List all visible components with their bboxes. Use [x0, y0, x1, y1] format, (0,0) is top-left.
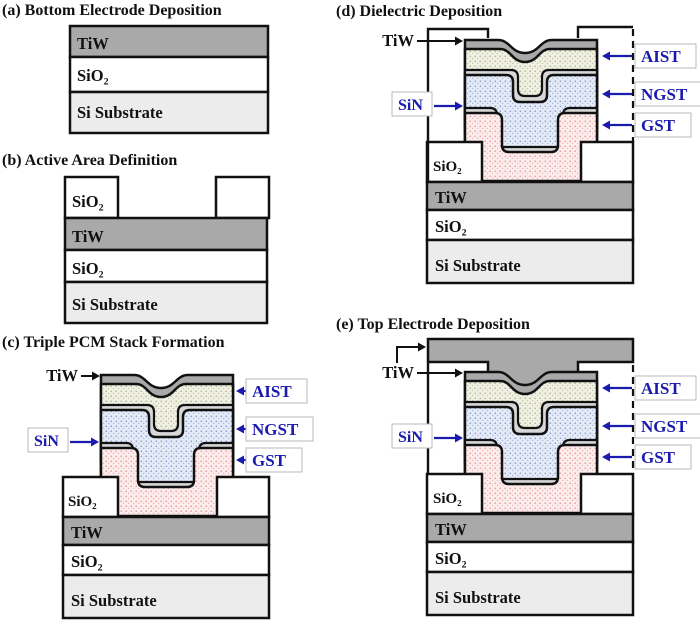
ngst-arrowhead-icon: [602, 89, 610, 99]
si-substrate-label: Si Substrate: [77, 103, 163, 122]
ngst-arrowhead-icon: [236, 424, 244, 434]
aist-arrowhead-icon: [602, 51, 610, 61]
sio2-label: SiO₂: [77, 66, 109, 85]
aist-label-box: [634, 375, 697, 401]
sin-label-box: [391, 423, 433, 449]
panel-c: (c) Triple PCM Stack Formation SiO₂ TiW …: [2, 334, 314, 620]
sio2-label: SiO₂: [72, 259, 104, 278]
si-substrate-label: Si Substrate: [72, 295, 158, 314]
sin-label-box: [27, 427, 69, 453]
gst-label-box: [245, 447, 303, 473]
ngst-label-box: [245, 416, 314, 442]
aist-callout-label: AIST: [252, 382, 292, 401]
top-electrode-callout-arrow: [396, 346, 418, 363]
sio2-block-label: SiO₂: [72, 192, 104, 211]
panel-e: (e) Top Electrode Deposition SiO₂ TiW Si…: [336, 316, 700, 617]
tiw-arrowhead-icon: [92, 371, 100, 381]
sio2-block-left: [63, 175, 120, 220]
aist-arrowhead-icon: [602, 383, 610, 393]
aist-callout-label: AIST: [641, 47, 681, 66]
si-substrate-label: Si Substrate: [435, 256, 521, 275]
tiw-row: [68, 24, 270, 59]
sin-callout-label: SiN: [34, 433, 59, 450]
gst-callout-label: GST: [641, 116, 676, 135]
sin-callout-label: SiN: [398, 429, 423, 446]
tiw-label: TiW: [435, 188, 467, 207]
tiw-arrowhead-icon: [455, 368, 463, 378]
panel-d-title: (d) Dielectric Deposition: [336, 3, 502, 20]
pcm-stack: [99, 373, 235, 518]
ngst-arrowhead-icon: [602, 421, 610, 431]
top-electrode-arrowhead-icon: [418, 342, 426, 352]
sio2-row: [63, 248, 269, 284]
sin-arrowhead-icon: [455, 433, 463, 443]
sin-arrowhead-icon: [91, 437, 99, 447]
sio2-label: SiO₂: [435, 217, 467, 236]
tiw-arrowhead-icon: [455, 36, 463, 46]
sio2-block-label: SiO₂: [433, 159, 462, 175]
gst-arrowhead-icon: [602, 452, 610, 462]
tiw-callout-label: TiW: [382, 31, 414, 50]
ngst-callout-label: NGST: [641, 85, 688, 104]
ngst-label-box: [634, 81, 700, 107]
si-substrate-row: [68, 90, 270, 135]
sio2-row: [68, 55, 270, 94]
tiw-label: TiW: [435, 520, 467, 539]
panel-c-title: (c) Triple PCM Stack Formation: [2, 334, 225, 351]
tiw-label: TiW: [71, 523, 103, 542]
tiw-callout-label: TiW: [382, 363, 414, 382]
gst-arrowhead-icon: [602, 120, 610, 130]
tiw-label: TiW: [77, 34, 109, 53]
ngst-callout-label: NGST: [252, 420, 299, 439]
sio2-block-right: [214, 175, 271, 220]
gst-arrowhead-icon: [236, 455, 244, 465]
si-substrate-label: Si Substrate: [71, 591, 157, 610]
sio2-block-label: SiO₂: [433, 491, 462, 507]
pcm-stack: [463, 38, 599, 183]
gst-callout-label: GST: [641, 448, 676, 467]
panel-b: (b) Active Area Definition SiO₂ TiW SiO₂…: [2, 152, 271, 325]
sin-callout-label: SiN: [398, 97, 423, 114]
gst-callout-label: GST: [252, 451, 287, 470]
aist-label-box: [634, 43, 697, 69]
panel-b-title: (b) Active Area Definition: [2, 152, 177, 169]
panel-d: (d) Dielectric Deposition SiO₂ TiW SiO₂ …: [336, 3, 700, 285]
si-substrate-row: [63, 280, 269, 325]
tiw-label: TiW: [72, 227, 104, 246]
pcm-stack: [463, 370, 599, 515]
sio2-label: SiO₂: [435, 549, 467, 568]
panel-a: (a) Bottom Electrode Deposition TiW SiO₂…: [2, 2, 270, 135]
sio2-label: SiO₂: [71, 552, 103, 571]
sio2-block-label: SiO₂: [68, 494, 97, 510]
ngst-callout-label: NGST: [641, 417, 688, 436]
sin-arrowhead-icon: [455, 101, 463, 111]
aist-callout-label: AIST: [641, 379, 681, 398]
dielectric-outline-right: [576, 25, 633, 38]
gst-label-box: [634, 444, 692, 470]
ngst-label-box: [634, 413, 700, 439]
si-substrate-label: Si Substrate: [435, 588, 521, 607]
aist-arrowhead-icon: [236, 386, 244, 396]
aist-label-box: [245, 378, 308, 404]
panel-a-title: (a) Bottom Electrode Deposition: [2, 2, 222, 19]
panel-e-title: (e) Top Electrode Deposition: [336, 316, 530, 333]
sin-label-box: [391, 91, 433, 117]
gst-label-box: [634, 112, 692, 138]
tiw-callout-label: TiW: [46, 366, 78, 385]
